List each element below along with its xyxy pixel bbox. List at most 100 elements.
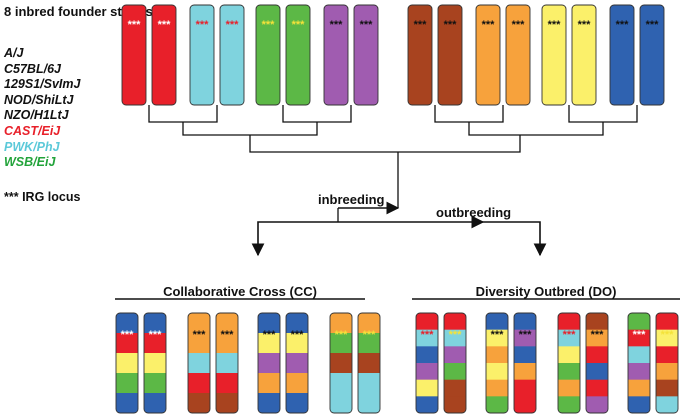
chromosome-segment [656,379,678,397]
chromosome-segment [408,5,432,105]
chromosome-outline [475,4,501,106]
chromosome-segment [188,333,210,354]
chromosome-outline [485,312,509,414]
chromosome-segment [258,353,280,374]
chromosome: *** [505,4,531,106]
chromosome-segment [358,353,380,374]
chromosome: *** [475,4,501,106]
strain-list: A/J C57BL/6J 129S1/SvImJ NOD/ShiLtJ NZO/… [4,46,80,171]
chromosome-segment [444,329,466,347]
chromosome-segment [188,393,210,413]
irg-legend-note: *** IRG locus [4,190,81,204]
legend-title: 8 inbred founder strains: [4,4,158,19]
chromosome-outline [437,4,463,106]
irg-locus-marker: *** [519,329,533,341]
chromosome-segment [216,313,238,334]
irg-locus-marker: *** [221,329,235,341]
chromosome-segment [628,379,650,397]
chromosome: *** [189,4,215,106]
chromosome-segment [514,396,536,413]
chromosome-outline [609,4,635,106]
chromosome-segment [514,379,536,397]
irg-locus-marker: *** [548,19,562,31]
irg-locus-marker: *** [335,329,349,341]
strain-label: C57BL/6J [4,61,61,76]
irg-locus-marker: *** [512,19,526,31]
chromosome-outline [505,4,531,106]
chromosome-segment [330,393,352,413]
chromosome-segment [286,393,308,413]
chromosome: *** [115,312,139,414]
chromosome-outline [151,4,177,106]
chromosome-segment [514,346,536,364]
chromosome: *** [627,312,651,414]
chromosome-outline [353,4,379,106]
chromosome: *** [285,4,311,106]
chromosome-segment [144,393,166,413]
chromosome-segment [144,313,166,334]
chromosome: *** [285,312,309,414]
chromosome-segment [416,346,438,364]
chromosome-outline [415,312,439,414]
chromosome-segment [586,379,608,397]
chromosome: *** [151,4,177,106]
chromosome-segment [256,5,280,105]
chromosome-outline [215,312,239,414]
chromosome-segment [444,396,466,413]
chromosome-outline [443,312,467,414]
chromosome-outline [285,4,311,106]
chromosome-segment [116,313,138,334]
chromosome: *** [407,4,433,106]
chromosome-outline [585,312,609,414]
chromosome: *** [557,312,581,414]
strain-label: CAST/EiJ [4,123,61,138]
chromosome-segment [330,333,352,354]
irg-locus-marker: *** [491,329,505,341]
strain-label: NZO/H1LtJ [4,108,69,123]
chromosome-segment [220,5,244,105]
chromosome-segment [586,346,608,364]
irg-locus-marker: *** [360,19,374,31]
chromosome-outline [655,312,679,414]
chromosome-segment [586,329,608,347]
chromosome-segment [610,5,634,105]
chromosome-segment [514,363,536,381]
chromosome: *** [609,4,635,106]
cc-section-title: Collaborative Cross (CC) [163,284,317,299]
chromosome-segment [144,333,166,354]
chromosome-segment [542,5,566,105]
chromosome: *** [585,312,609,414]
chromosome: *** [513,312,537,414]
chromosome-outline [189,4,215,106]
chromosome-segment [416,396,438,413]
chromosome-segment [416,379,438,397]
chromosome: *** [143,312,167,414]
chromosome-segment [144,373,166,394]
chromosome-segment [486,396,508,413]
chromosome-segment [486,313,508,331]
irg-locus-marker: *** [193,329,207,341]
chromosome-segment [558,396,580,413]
chromosome-segment [122,5,146,105]
chromosome-outline [357,312,381,414]
chromosome-segment [444,313,466,331]
chromosome-segment [506,5,530,105]
chromosome-segment [628,396,650,413]
founder-cross-lines [115,105,680,300]
chromosome-segment [416,363,438,381]
chromosome-outline [541,4,567,106]
irg-locus-marker: *** [149,329,163,341]
chromosome-segment [416,329,438,347]
chromosome-segment [628,346,650,364]
chromosome: *** [187,312,211,414]
irg-locus-marker: *** [263,329,277,341]
chromosome-segment [486,379,508,397]
chromosome: *** [323,4,349,106]
chromosome: *** [541,4,567,106]
chromosome-segment [558,379,580,397]
chromosome-segment [330,313,352,334]
strain-label: PWK/PhJ [4,139,60,154]
chromosome-segment [354,5,378,105]
chromosome: *** [353,4,379,106]
